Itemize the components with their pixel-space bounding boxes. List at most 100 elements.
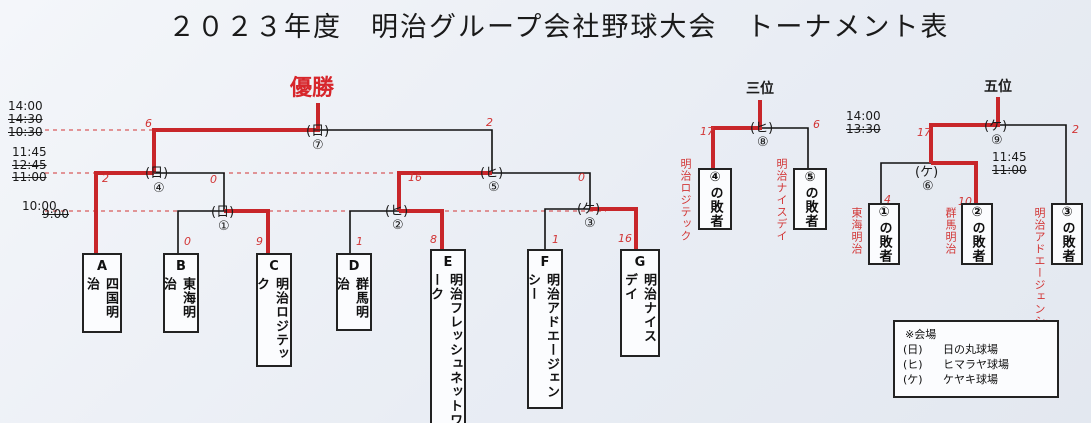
team-name: 明治ロジテック <box>254 277 288 361</box>
match-9-number: ⑨ <box>991 133 1003 148</box>
m4-left-score: 2 <box>102 172 109 185</box>
m8-winner-path <box>711 100 762 172</box>
match-6-venue: (ケ) <box>915 165 939 180</box>
fifth-time: 11:45 <box>992 150 1027 164</box>
loser-box-m3: ③の敗者 <box>1051 203 1083 265</box>
legend-title: ※会場 <box>905 328 937 341</box>
match-7-venue: (日) <box>306 124 330 139</box>
team-letter: D <box>348 259 360 274</box>
m1-right-score: 9 <box>256 235 263 248</box>
match-7-number: ⑦ <box>312 138 324 153</box>
match-8-number: ⑧ <box>757 135 769 150</box>
loser-box-m5: ⑤の敗者 <box>793 168 827 230</box>
m6-left-score: 4 <box>884 193 891 206</box>
m6-right-score: 10 <box>958 195 972 208</box>
m1-winner-path <box>224 209 270 262</box>
r2-time: 11:45 <box>12 145 47 159</box>
venue-legend: ※会場 (日) 日の丸球場 (ヒ) ヒマラヤ球場 (ケ) ケヤキ球場 <box>893 320 1059 398</box>
m5-right-score: 0 <box>578 171 585 184</box>
team-letter: B <box>176 259 186 274</box>
match-2-number: ② <box>392 218 404 233</box>
fifth-time-old: 11:00 <box>992 163 1027 177</box>
team-letter: C <box>269 259 279 274</box>
team-box-c: C 明治ロジテック <box>254 253 292 367</box>
final-winner-path <box>152 103 320 173</box>
m3-right-score: 16 <box>618 232 632 245</box>
legend-abbr: (ヒ) <box>903 358 923 371</box>
team-box-f: F 明治アドエージェンシー <box>525 249 563 409</box>
match-5-number: ⑤ <box>488 180 500 195</box>
legend-venue-name: ヒマラヤ球場 <box>943 358 1009 371</box>
fifth-place-label: 五位 <box>984 79 1012 95</box>
r1-time-old: 9:00 <box>42 207 69 221</box>
loser-box-m4: ④の敗者 <box>698 168 732 230</box>
team-letter: F <box>540 255 550 270</box>
team-name: 明治フレッシュネットワーク <box>428 273 462 423</box>
m5-winner-path <box>397 171 492 211</box>
m6-left-handwritten-team: 東海明治 <box>850 207 863 255</box>
m1-left-score: 0 <box>184 235 191 248</box>
m4-winner-path <box>94 171 154 262</box>
match-3-number: ③ <box>584 216 596 231</box>
match-1-venue: (日) <box>211 205 235 220</box>
page-title: ２０２３年度 明治グループ会社野球大会 トーナメント表 <box>168 12 950 43</box>
match-8-venue: (ヒ) <box>750 121 774 136</box>
team-letter: A <box>96 259 108 274</box>
team-letter: E <box>443 255 453 270</box>
m8-left-handwritten-team: 明治ロジテック <box>679 158 692 242</box>
match-4-venue: (日) <box>145 166 169 181</box>
m8-right-handwritten-team: 明治ナイスデイ <box>775 158 788 242</box>
third-time-old: 13:30 <box>846 122 881 136</box>
legend-venue-name: ケヤキ球場 <box>943 373 998 386</box>
r2-time-old-2: 11:00 <box>12 170 47 184</box>
m2-right-score: 8 <box>430 233 437 246</box>
team-box-a: A 四国明治 <box>82 253 122 333</box>
team-name: 群馬明治 <box>334 277 368 319</box>
team-box-g: G 明治ナイスデイ <box>620 249 660 357</box>
match-5-venue: (ヒ) <box>480 166 504 181</box>
team-letter: G <box>634 255 646 270</box>
loser-box-m2: ②の敗者 <box>961 203 993 265</box>
m2-winner-path <box>399 209 444 262</box>
m9-left-score: 17 <box>917 126 931 139</box>
match-3-venue: (ケ) <box>577 202 601 217</box>
loser-box-m1: ①の敗者 <box>868 203 900 265</box>
team-box-b: B 東海明治 <box>161 253 199 333</box>
m7-right-score: 2 <box>486 116 493 129</box>
team-name: 東海明治 <box>161 277 195 319</box>
m6-winner-path <box>931 161 978 206</box>
r2-time-old-1: 12:45 <box>12 158 47 172</box>
match-6-number: ⑥ <box>922 179 934 194</box>
final-time: 14:00 <box>8 99 43 113</box>
team-name: 明治アドエージェンシー <box>525 273 559 399</box>
m8-left-score: 17 <box>700 125 714 138</box>
m9-winner-path <box>929 97 1000 163</box>
match-4-number: ④ <box>153 181 165 196</box>
team-name: 明治ナイスデイ <box>622 273 656 343</box>
m4-right-score: 0 <box>210 173 217 186</box>
match-9-venue: (ケ) <box>984 119 1008 134</box>
champion-label: 優勝 <box>290 76 335 101</box>
final-time-old-2: 10:30 <box>8 125 43 139</box>
m5-left-score: 16 <box>408 171 422 184</box>
team-name: 四国明治 <box>84 277 118 319</box>
m7-left-score: 6 <box>145 117 152 130</box>
m9-right-score: 2 <box>1072 123 1079 136</box>
m8-right-score: 6 <box>813 118 820 131</box>
legend-abbr: (日) <box>903 343 923 356</box>
third-time: 14:00 <box>846 109 881 123</box>
m3-left-score: 1 <box>552 233 559 246</box>
team-box-d: D 群馬明治 <box>334 253 372 331</box>
final-time-old-1: 14:30 <box>8 112 43 126</box>
m9-right-handwritten-team: 明治アドエージェンシー <box>1033 207 1046 339</box>
m2-left-score: 1 <box>356 235 363 248</box>
m6-right-handwritten-team: 群馬明治 <box>944 207 957 255</box>
m3-winner-path <box>590 207 638 262</box>
legend-abbr: (ケ) <box>903 373 923 386</box>
match-2-venue: (ヒ) <box>385 204 409 219</box>
match-1-number: ① <box>218 219 230 234</box>
third-place-label: 三位 <box>746 81 774 97</box>
team-box-e: E 明治フレッシュネットワーク <box>428 249 466 423</box>
